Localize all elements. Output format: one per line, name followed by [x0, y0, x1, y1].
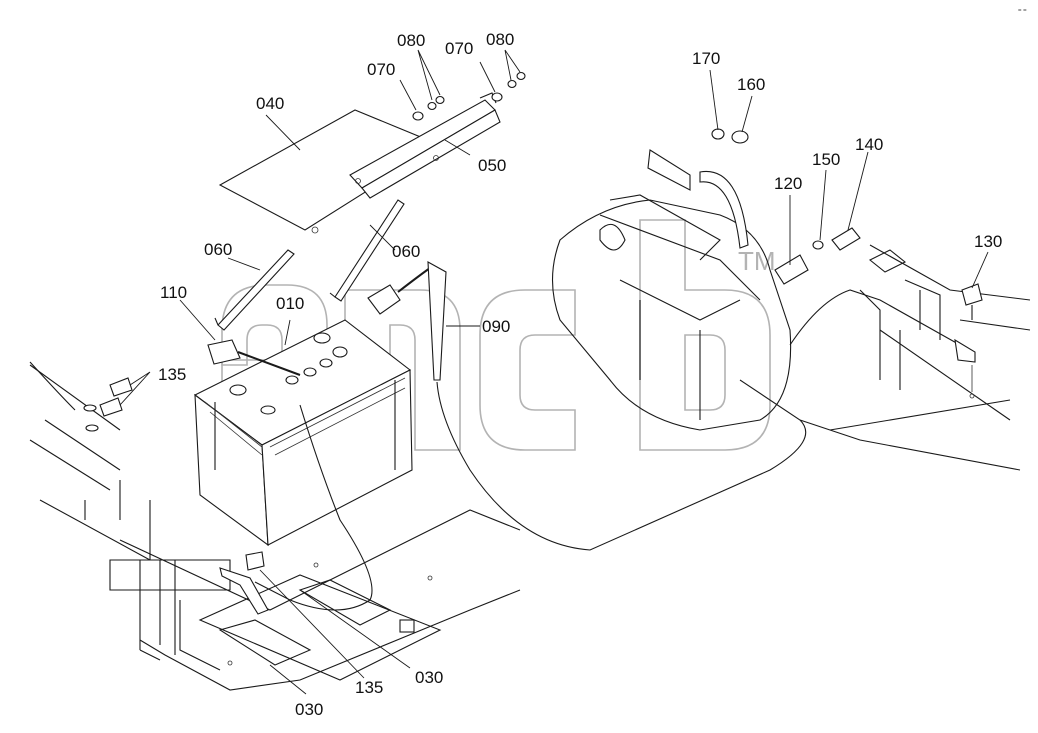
washer-150: [812, 240, 824, 250]
cable-090: [367, 261, 807, 551]
label-130: 130: [974, 232, 1002, 251]
label-090: 090: [482, 317, 510, 336]
washer-170: [711, 128, 725, 140]
label-060-right: 060: [392, 242, 420, 261]
label-030-right: 030: [415, 668, 443, 687]
battery: [193, 319, 413, 547]
label-160: 160: [737, 75, 765, 94]
label-010: 010: [276, 294, 304, 313]
nuts-washers: [412, 71, 526, 121]
nut-080-right-a: [507, 79, 517, 89]
ground-cable: [219, 404, 373, 615]
label-080-right: 080: [486, 30, 514, 49]
frame-right: [799, 244, 1031, 471]
hold-down-bracket: [349, 92, 501, 199]
washer-070-left: [412, 111, 424, 121]
label-050: 050: [478, 156, 506, 175]
nut-160: [731, 130, 749, 144]
label-070-right: 070: [445, 39, 473, 58]
label-135-bottom: 135: [355, 678, 383, 697]
label-060-left: 060: [204, 240, 232, 259]
label-040: 040: [256, 94, 284, 113]
nut-080-left-b: [435, 95, 445, 105]
cable-130: [789, 283, 983, 399]
corner-mark: = =: [1018, 8, 1027, 14]
label-030-left: 030: [295, 700, 323, 719]
label-070-left: 070: [367, 60, 395, 79]
label-120: 120: [774, 174, 802, 193]
bolts-135-left: [29, 361, 133, 432]
battery-cable-110: [207, 339, 301, 376]
nut-080-left-a: [427, 101, 437, 111]
label-080-left: 080: [397, 31, 425, 50]
part-labels: 040 070 080 070 080 050 060 060 010 110 …: [158, 30, 1002, 719]
nut-080-right-b: [516, 71, 526, 81]
bolt-140: [831, 227, 861, 251]
leader-lines: [119, 49, 989, 695]
watermark-tm: TM: [738, 246, 776, 276]
label-110: 110: [160, 283, 187, 302]
label-150: 150: [812, 150, 840, 169]
part-120: [774, 254, 809, 285]
washer-070-right: [491, 92, 503, 102]
engine-fasteners: [711, 128, 861, 285]
label-170: 170: [692, 49, 720, 68]
frame-floor: [29, 364, 521, 691]
label-140: 140: [855, 135, 883, 154]
label-135-top: 135: [158, 365, 186, 384]
engine: [551, 149, 792, 431]
